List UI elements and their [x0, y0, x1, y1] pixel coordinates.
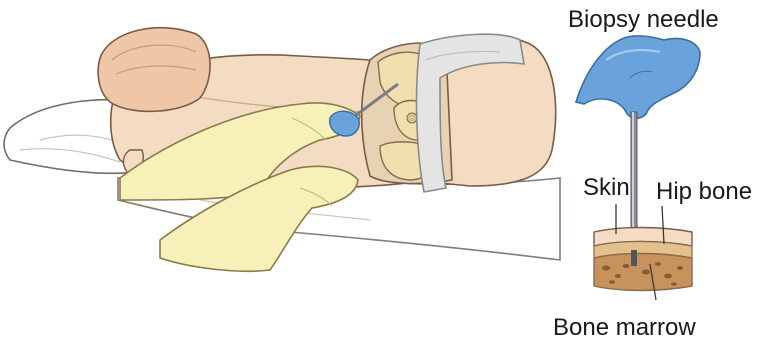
skin-label: Skin	[583, 176, 630, 200]
hip-bone-label: Hip bone	[656, 180, 752, 204]
needle-handle	[576, 36, 700, 118]
bone-marrow-label: Bone marrow	[553, 316, 696, 340]
biopsy-needle-label: Biopsy needle	[568, 8, 719, 32]
skin-bone-cross-section	[594, 228, 692, 291]
patient-head	[98, 28, 210, 112]
